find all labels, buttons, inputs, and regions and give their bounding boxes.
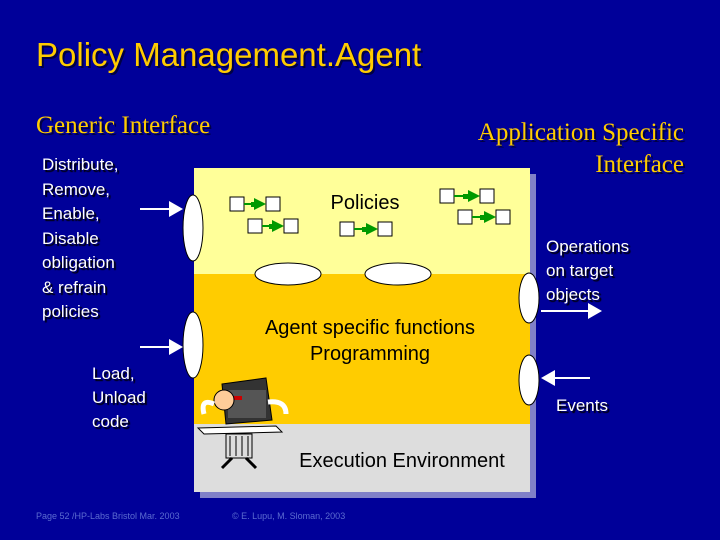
footer-copyright: © E. Lupu, M. Sloman, 2003 <box>232 511 346 521</box>
policy-operations-line: Distribute, <box>42 155 119 174</box>
target-operations-port <box>518 272 540 324</box>
code-loading-line: Unload <box>92 388 146 407</box>
computer-user-clipart <box>196 377 289 470</box>
events-text: Events <box>556 396 608 415</box>
policy-icon-group-left <box>229 196 299 234</box>
policy-operations-line: Disable <box>42 228 99 248</box>
application-specific-interface-heading: Application Specific Interface <box>478 117 684 181</box>
code-loading-text: Load, Unload code <box>92 362 146 434</box>
target-operations-line: Operations <box>546 237 630 256</box>
slide-title: Policy Management.Agent <box>36 36 422 73</box>
policy-operations-line: policies <box>42 302 99 321</box>
app-interface-line-2: Interface <box>595 151 684 178</box>
footer-page-info: Page 52 /HP-Labs Bristol Mar. 2003 <box>36 511 180 521</box>
policy-operations-line: obligation <box>42 253 115 272</box>
app-interface-line-1: Application Specific <box>477 119 684 146</box>
policies-label: Policies <box>331 192 400 214</box>
generic-code-port <box>182 311 204 379</box>
policy-operations-line: & refrain <box>42 277 107 297</box>
policy-interface-ellipse <box>364 262 432 286</box>
events-port <box>518 354 540 406</box>
generic-interface-heading: Generic Interface <box>36 112 211 139</box>
policy-icon-group-right <box>439 188 511 225</box>
execution-environment-label: Execution Environment <box>299 450 505 472</box>
policies-layer <box>194 168 530 274</box>
policy-operations-line: Enable, <box>42 204 100 223</box>
target-operations-text: Operations on target objects <box>546 235 629 307</box>
agent-functions-label-line-1: Agent specific functions <box>265 317 475 339</box>
code-loading-line: Load, <box>92 364 135 383</box>
target-operations-line: on target <box>546 261 614 280</box>
policy-interface-ellipse <box>254 262 322 286</box>
policy-operations-text: Distribute, Remove, Enable, Disable obli… <box>42 153 119 325</box>
target-operations-line: objects <box>546 285 600 304</box>
policy-operations-line: Remove, <box>42 179 111 199</box>
policy-icon-group-center <box>339 221 393 237</box>
agent-functions-label-line-2: Programming <box>310 343 430 365</box>
code-loading-line: code <box>92 412 129 431</box>
generic-policy-port <box>182 194 204 262</box>
